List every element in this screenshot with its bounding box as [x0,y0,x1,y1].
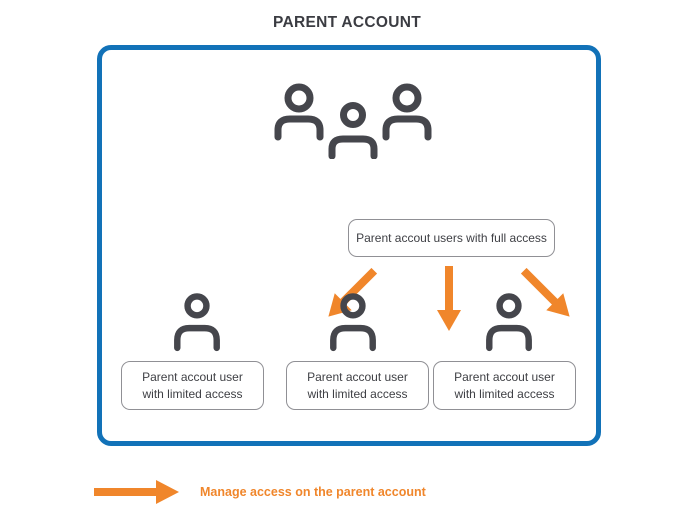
limited-access-label-line2: with limited access [142,386,243,401]
limited-access-label: Parent accout user with limited access [433,361,576,410]
limited-access-label-line2: with limited access [454,386,555,401]
limited-access-label-line1: Parent accout user [307,370,408,385]
full-access-label: Parent accout users with full access [348,219,555,257]
full-access-label-text: Parent accout users with full access [356,230,547,245]
limited-access-label: Parent accout user with limited access [121,361,264,410]
limited-access-label-line1: Parent accout user [142,370,243,385]
user-icon [486,293,532,352]
legend: Manage access on the parent account [0,476,694,510]
arrow-down-right-icon [514,261,579,326]
legend-text: Manage access on the parent account [200,485,426,499]
limited-access-label: Parent accout user with limited access [286,361,429,410]
limited-access-label-line2: with limited access [307,386,408,401]
legend-arrow-right-icon [94,480,179,504]
arrow-down-icon [436,266,462,332]
user-icon [330,293,376,352]
page-title: PARENT ACCOUNT [273,14,421,31]
user-icon [174,293,220,352]
users-group-icon [274,83,432,159]
limited-access-label-line1: Parent accout user [454,370,555,385]
